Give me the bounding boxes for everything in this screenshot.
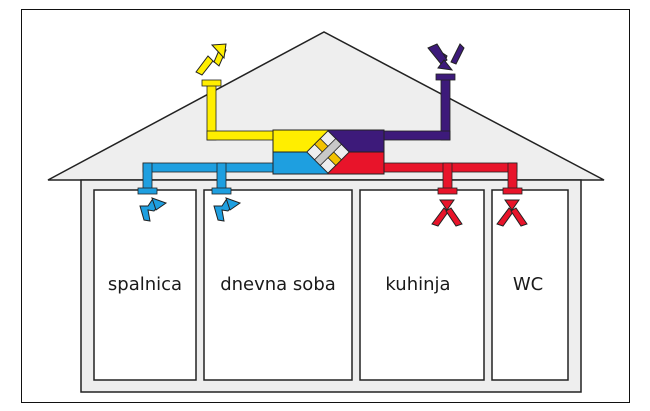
outgoing-air-arrow-icon xyxy=(427,43,465,71)
supply-arrow-icon xyxy=(139,197,168,222)
room-kuhinja xyxy=(359,189,485,381)
extract-arrow-icon xyxy=(431,199,463,227)
room-label-dnevna-soba: dnevna soba xyxy=(220,274,336,295)
diagram-border xyxy=(21,9,630,403)
room-label-wc: WC xyxy=(513,274,543,295)
room-label-kuhinja: kuhinja xyxy=(385,274,450,295)
fresh-air-arrow-icon xyxy=(195,43,227,76)
supply-air-duct xyxy=(137,162,276,195)
supply-arrow-icon xyxy=(213,197,242,222)
extract-arrow-icon xyxy=(496,199,528,227)
heat-exchanger-icon xyxy=(306,130,350,174)
room-label-spalnica: spalnica xyxy=(108,274,182,295)
room-dnevna-soba xyxy=(203,189,353,381)
room-spalnica xyxy=(93,189,197,381)
